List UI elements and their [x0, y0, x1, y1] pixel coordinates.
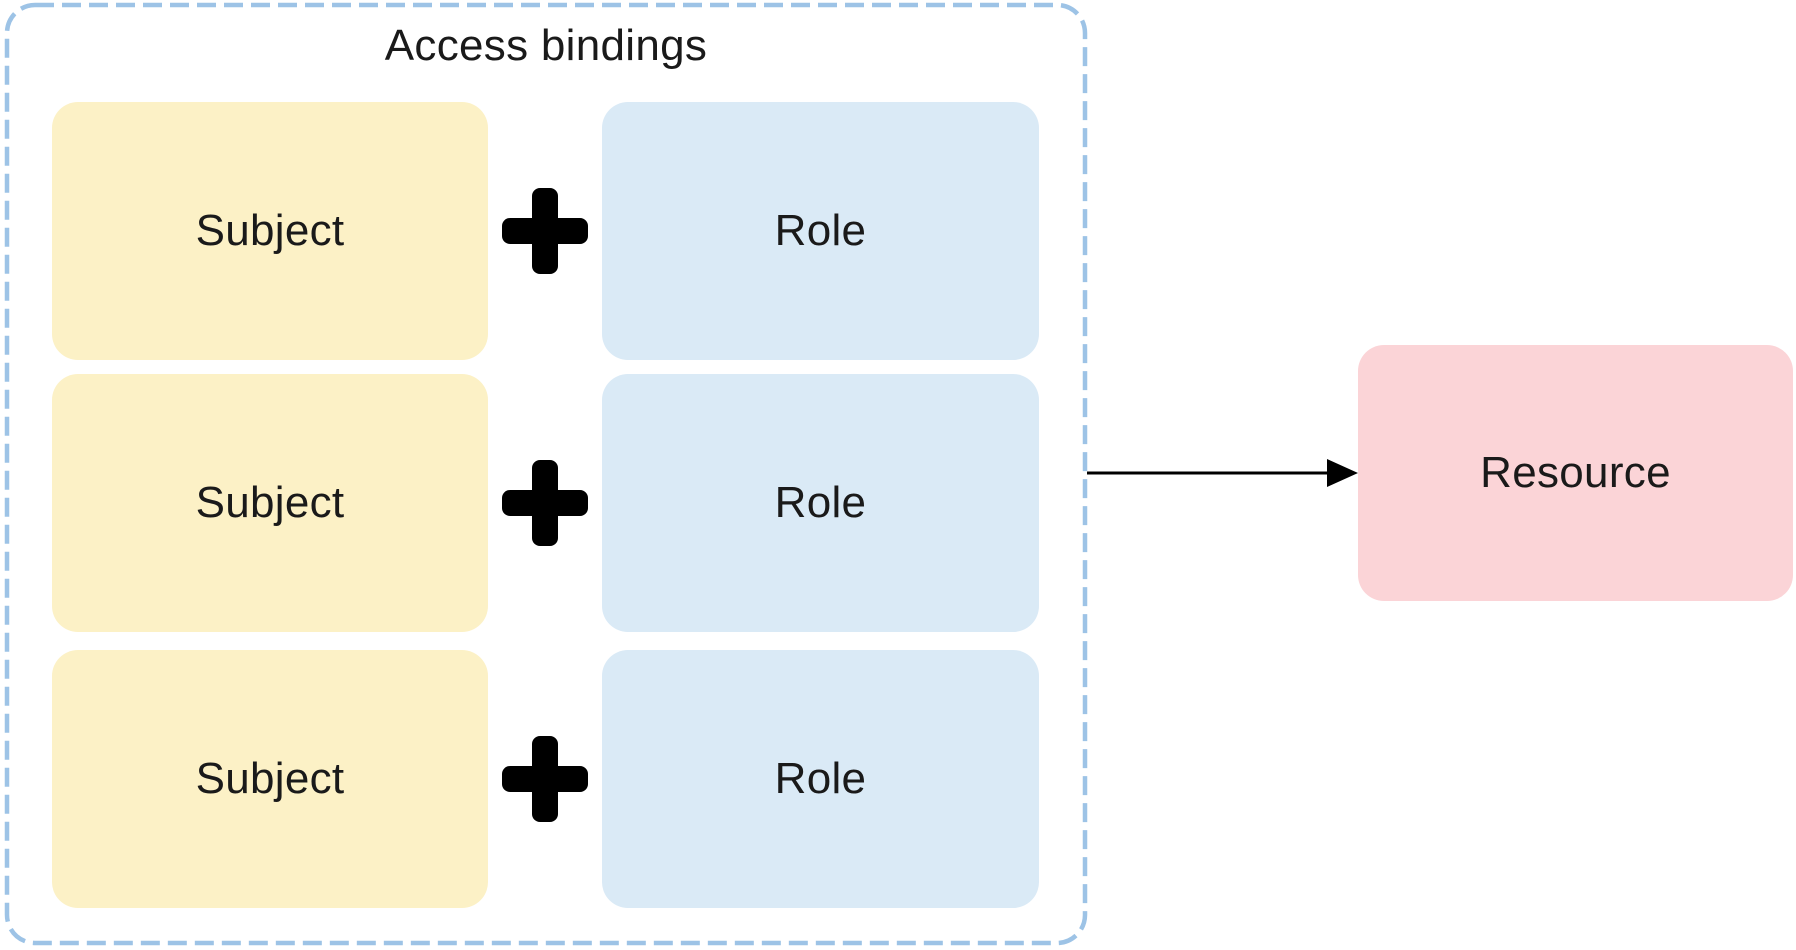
- role-box: Role: [602, 374, 1039, 632]
- subject-box: Subject: [52, 650, 488, 908]
- subject-label: Subject: [195, 206, 345, 255]
- role-box: Role: [602, 650, 1039, 908]
- role-label: Role: [774, 754, 867, 803]
- subject-label: Subject: [195, 754, 345, 803]
- role-box: Role: [602, 102, 1039, 360]
- subject-box: Subject: [52, 102, 488, 360]
- subject-label: Subject: [195, 478, 345, 527]
- subject-box: Subject: [52, 374, 488, 632]
- arrow-head-icon: [1327, 459, 1358, 487]
- resource-box: Resource: [1358, 345, 1793, 601]
- plus-icon: [502, 188, 588, 274]
- plus-icon: [502, 736, 588, 822]
- role-label: Role: [774, 206, 867, 255]
- access-bindings-title: Access bindings: [384, 21, 708, 70]
- role-label: Role: [774, 478, 867, 527]
- resource-label: Resource: [1480, 448, 1671, 497]
- plus-icon: [502, 460, 588, 546]
